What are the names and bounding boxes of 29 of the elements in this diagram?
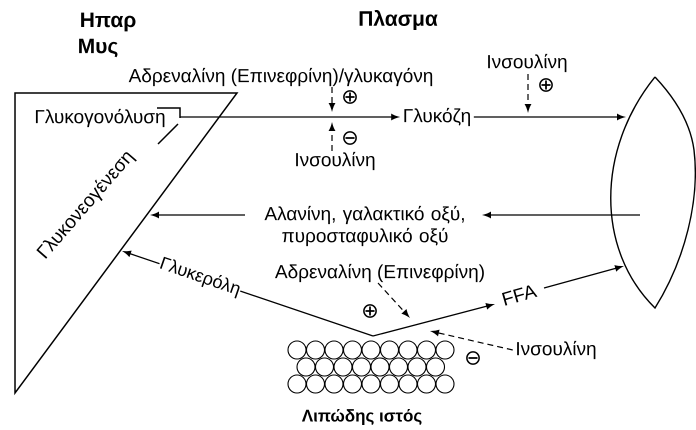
node-text: Γλυκόζη (404, 108, 470, 126)
node-text: FFA (502, 285, 538, 306)
arrow (432, 330, 513, 351)
sign-symbol: ⊕ (536, 78, 556, 92)
arrow (152, 212, 245, 218)
node-text: Αδρεναλίνη (Επινεφρίνη)/γλυκαγόνη (128, 68, 432, 86)
sign-symbol: ⊖ (340, 130, 360, 146)
arrow (378, 282, 409, 317)
heading: Πλασμα (360, 10, 438, 30)
heading: Ηπαρ (81, 12, 136, 32)
arrow (524, 74, 532, 112)
node-text: Αδρεναλίνη (Επινεφρίνη) (274, 264, 484, 282)
arrow (180, 114, 398, 120)
sign-symbol: ⊕ (360, 304, 380, 318)
arrow (328, 124, 336, 151)
arrow (328, 87, 336, 110)
arrow (474, 114, 624, 120)
heading: Μυς (79, 38, 118, 58)
arrow (372, 303, 494, 337)
lens-shape (610, 76, 696, 309)
node-text: Ινσουλίνη (296, 152, 374, 170)
fat-cells-drawing: Λιπώδης ιστός (287, 340, 455, 425)
arrow (544, 265, 622, 289)
sign-symbol: ⊖ (464, 350, 482, 366)
node-text: Ινσουλίνη (517, 340, 596, 360)
node-text: Αλανίνη, γαλακτικό οξύ, πυροσταφυλικό οξύ (264, 206, 464, 246)
sign-symbol: ⊕ (340, 90, 360, 104)
arrow (484, 212, 640, 218)
node-text: Ινσουλίνη (488, 54, 566, 72)
